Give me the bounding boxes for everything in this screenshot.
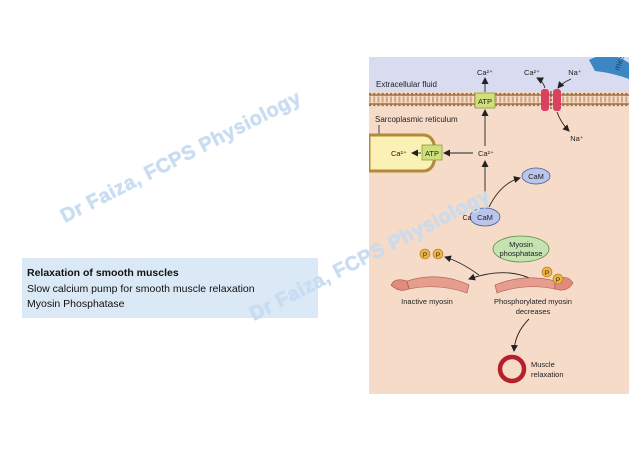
ca-exchanger-label: Ca²⁺ — [524, 68, 540, 77]
arrow-ca-exchanger-out — [536, 77, 546, 89]
sr-atp-label: ATP — [425, 149, 439, 158]
phosphorylated-myosin-label-1: Phosphorylated myosin — [494, 297, 572, 306]
phosphate-bound-2-label: P — [556, 277, 560, 284]
ca-on-cam-label: Ca — [463, 215, 472, 222]
watermark-1: Dr Faiza, FCPS Physiology — [57, 86, 305, 228]
phosphate-released-2 — [432, 248, 444, 260]
arrow-na-in — [557, 78, 572, 89]
myosin-phosphatase-label-2: phosphatase — [500, 249, 543, 258]
membrane-atp-pump — [474, 92, 496, 109]
sarcoplasmic-reticulum-label: Sarcoplasmic reticulum — [375, 115, 458, 124]
ca-in-sr-label: Ca²⁺ — [391, 149, 407, 158]
text-box: Relaxation of smooth muscles Slow calciu… — [22, 258, 318, 318]
myosin-phosphatase-label-1: Myosin — [509, 240, 533, 249]
muscle-relaxation-ring — [497, 354, 527, 384]
phosphate-bound-1-label: P — [545, 270, 549, 277]
calmodulin-bound — [469, 207, 501, 227]
cell-membrane — [369, 92, 629, 107]
na-outside-label: Na⁺ — [568, 68, 582, 77]
relaxation-diagram: mics Extracellular fluid ATP Ca²⁺ Ca²⁺ N… — [369, 57, 629, 394]
na-inside-label: Na⁺ — [570, 134, 584, 143]
textbox-line-myosin-phosphatase: Myosin Phosphatase — [27, 298, 125, 310]
corner-badge — [589, 57, 629, 79]
textbox-title: Relaxation of smooth muscles — [27, 267, 179, 279]
inactive-myosin-shape — [390, 276, 470, 294]
calmodulin-free — [521, 167, 551, 185]
phosphate-released-1-label: P — [423, 252, 427, 259]
extracellular-fluid-label: Extracellular fluid — [376, 80, 437, 89]
muscle-relaxation-label-2: relaxation — [531, 370, 564, 379]
extracellular-area — [369, 57, 629, 92]
phosphate-bound-2 — [552, 273, 564, 285]
inactive-myosin-label: Inactive myosin — [401, 297, 453, 306]
phosphate-bound-1 — [541, 266, 553, 278]
arrow-na-to-cell — [556, 111, 570, 132]
cam-bound-label: CaM — [477, 213, 493, 222]
cytoplasm-area — [369, 57, 629, 394]
arrow-cam-dissociation — [488, 176, 521, 208]
phosphorylated-myosin-label-2: decreases — [516, 307, 551, 316]
cam-free-label: CaM — [528, 172, 544, 181]
phosphate-released-1 — [419, 248, 431, 260]
arrow-to-relaxation — [510, 318, 530, 352]
ca-cytosol-label: Ca²⁺ — [478, 149, 494, 158]
ca-extracellular-pump-label: Ca²⁺ — [477, 68, 493, 77]
myosin-phosphatase — [492, 235, 550, 263]
sr-atp-pump — [421, 144, 443, 161]
na-ca-exchanger — [541, 89, 561, 111]
muscle-relaxation-label-1: Muscle — [531, 360, 555, 369]
textbox-line-calcium-pump: Slow calcium pump for smooth muscle rela… — [27, 283, 255, 295]
phosphate-release-arrow — [444, 255, 480, 276]
membrane-atp-label: ATP — [478, 97, 492, 106]
phosphate-released-2-label: P — [436, 252, 440, 259]
